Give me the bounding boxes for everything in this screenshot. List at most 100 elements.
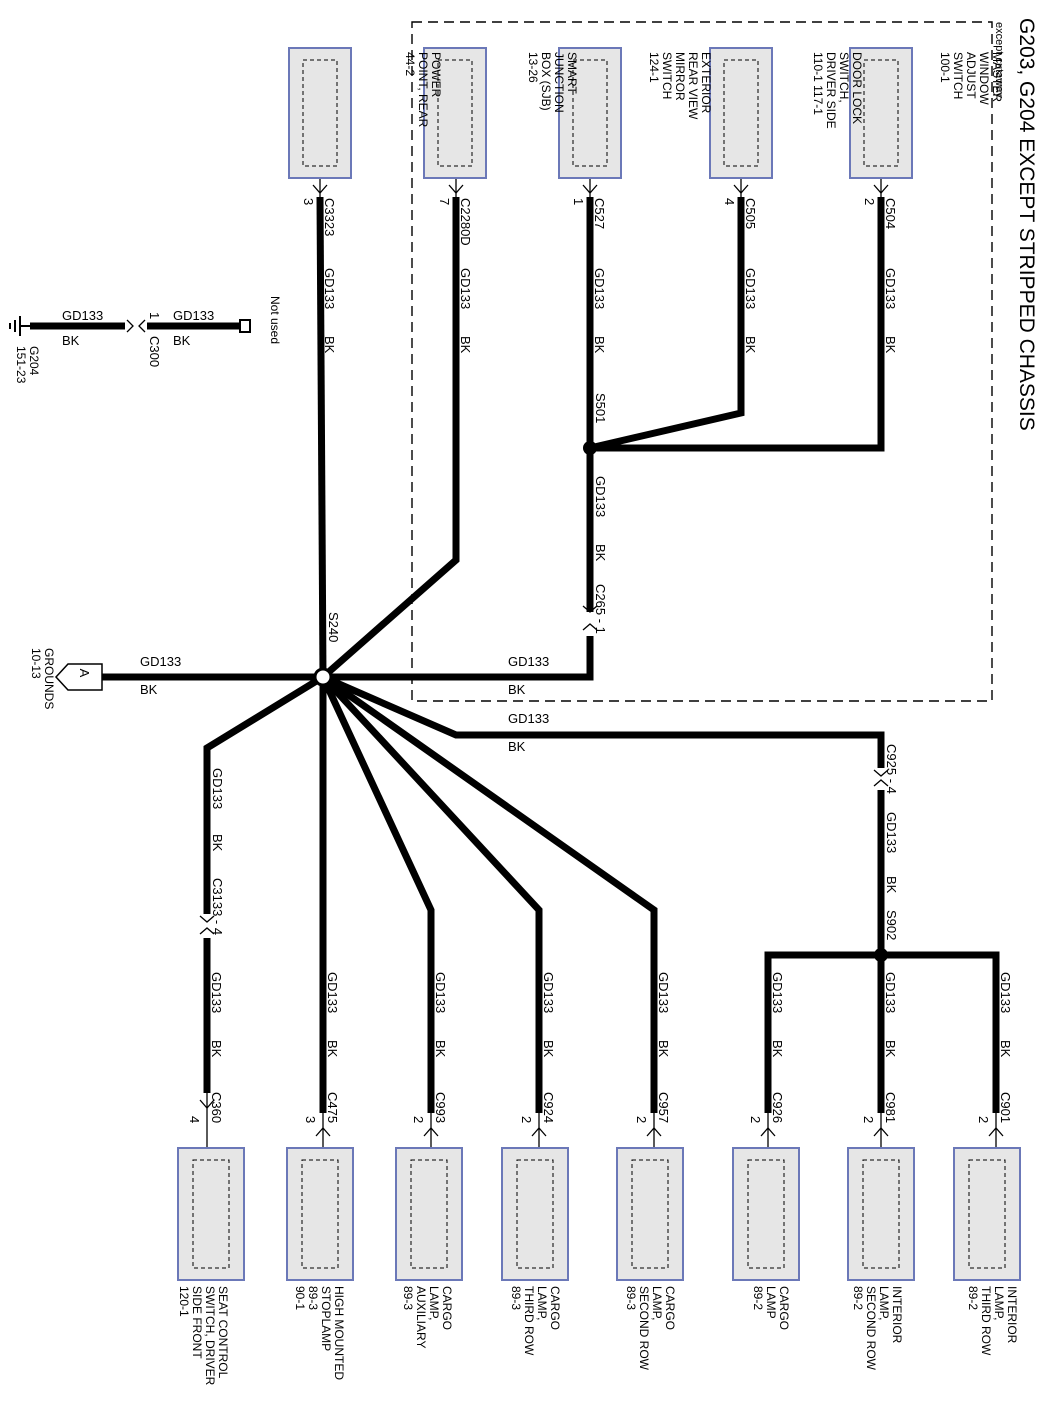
top-component-name-1-line-5: 100-1 <box>938 52 952 83</box>
svg-text:G204: G204 <box>27 346 41 376</box>
svg-text:GD133: GD133 <box>883 268 898 309</box>
bottom-pin-label-7: 3 <box>303 1116 318 1123</box>
bottom-component-name-6-line-3: AUXILIARY <box>414 1286 428 1348</box>
bottom-wire-circuit-8: GD133 <box>209 972 224 1013</box>
bottom-wire-circuit-7: GD133 <box>325 972 340 1013</box>
bottom-component-name-3-line-2: LAMP <box>764 1286 778 1319</box>
svg-text:GD133: GD133 <box>743 268 758 309</box>
grounds-a-color: BK <box>140 682 158 697</box>
notused-wire-color: BK <box>173 333 191 348</box>
svg-text:2: 2 <box>748 1116 763 1123</box>
svg-text:JUNCTION: JUNCTION <box>552 52 566 113</box>
svg-text:MIRROR: MIRROR <box>673 52 687 101</box>
s501-c265-circuit: GD133 <box>593 476 608 517</box>
top-component-name-5-line-2: POINT, REAR <box>416 52 430 128</box>
bottom-connector-label-2: C981 <box>883 1092 898 1123</box>
wire-c901 <box>881 951 1000 1113</box>
svg-text:CARGO: CARGO <box>440 1286 454 1330</box>
top-component-name-1-line-1: MASTER <box>990 52 1004 102</box>
svg-text:2: 2 <box>411 1116 426 1123</box>
top-component-name-2-line-2: SWITCH, <box>837 52 851 103</box>
svg-text:A: A <box>77 669 92 678</box>
svg-text:SEAT CONTROL: SEAT CONTROL <box>216 1286 230 1379</box>
svg-text:C924: C924 <box>541 1092 556 1123</box>
bottom-pin-label-4: 2 <box>634 1116 649 1123</box>
svg-text:BK: BK <box>998 1040 1013 1058</box>
wire-network <box>30 196 1000 1113</box>
svg-text:S240: S240 <box>326 612 341 642</box>
svg-text:BK: BK <box>322 336 337 354</box>
bottom-component-name-3-line-3: 89-2 <box>751 1286 765 1310</box>
bottom-component-name-8-line-3: SIDE FRONT <box>190 1286 204 1359</box>
svg-text:LAMP: LAMP <box>764 1286 778 1319</box>
s501-c265-color: BK <box>593 544 608 562</box>
bottom-component-name-5-line-4: 89-3 <box>509 1286 523 1310</box>
svg-text:89-3: 89-3 <box>401 1286 415 1310</box>
bottom-component-name-2-line-1: INTERIOR <box>890 1286 904 1344</box>
svg-text:AUXILIARY: AUXILIARY <box>414 1286 428 1348</box>
svg-text:90-1: 90-1 <box>293 1286 307 1310</box>
svg-text:ADJUST: ADJUST <box>964 52 978 99</box>
bottom-component-name-8-line-4: 120-1 <box>177 1286 191 1317</box>
not-used-label: Not used <box>268 296 282 344</box>
svg-text:100-1: 100-1 <box>938 52 952 83</box>
ground-symbol-icon <box>9 316 30 336</box>
top-component-name-5-line-3: 44-2 <box>403 52 417 76</box>
bottom-component-name-1-line-4: 89-2 <box>966 1286 980 1310</box>
top-wire-circuit-3: GD133 <box>592 268 607 309</box>
svg-text:C981: C981 <box>883 1092 898 1123</box>
svg-text:INTERIOR: INTERIOR <box>890 1286 904 1344</box>
splice-s902-label: S902 <box>884 910 899 940</box>
inline-connector-c300-pin: 1 <box>147 312 162 319</box>
diagram-title: G203, G204 EXCEPT STRIPPED CHASSIS <box>1015 18 1038 431</box>
wire-c505 <box>589 197 745 452</box>
inline-connector-c265: C265 - 1 <box>593 584 608 634</box>
bottom-wire-color-3: BK <box>770 1040 785 1058</box>
svg-text:GD133: GD133 <box>210 768 225 809</box>
grounds-ref-label: GROUNDS <box>42 648 56 709</box>
svg-text:GD133: GD133 <box>998 972 1013 1013</box>
top-component-name-1-line-2: WINDOW <box>977 52 991 105</box>
svg-text:7: 7 <box>437 198 452 205</box>
svg-text:C993: C993 <box>433 1092 448 1123</box>
svg-text:BK: BK <box>541 1040 556 1058</box>
svg-text:LAMP,: LAMP, <box>427 1286 441 1320</box>
bottom-component-name-8-line-1: SEAT CONTROL <box>216 1286 230 1379</box>
svg-text:C957: C957 <box>656 1092 671 1123</box>
top-wire-color-3: BK <box>592 336 607 354</box>
svg-text:WINDOW: WINDOW <box>977 52 991 105</box>
bottom-component-name-4-line-2: LAMP, <box>650 1286 664 1320</box>
bottom-component-name-1-line-1: INTERIOR <box>1005 1286 1019 1344</box>
svg-text:2: 2 <box>861 1116 876 1123</box>
region-note: except cutaway <box>993 22 1005 98</box>
wire-c3133 <box>203 674 325 914</box>
bottom-component-name-5-line-2: LAMP, <box>535 1286 549 1320</box>
svg-text:4: 4 <box>722 198 737 205</box>
c3133-upper-circuit: GD133 <box>210 768 225 809</box>
bottom-pin-label-1: 2 <box>976 1116 991 1123</box>
top-component-name-3-line-2: REAR VIEW <box>686 52 700 120</box>
top-wire-circuit-5: GD133 <box>322 268 337 309</box>
top-component-name-3-line-4: SWITCH <box>660 52 674 99</box>
top-connector-label-5: C3323 <box>322 198 337 236</box>
c265-s240-circuit: GD133 <box>508 654 549 669</box>
svg-text:GD133: GD133 <box>656 972 671 1013</box>
svg-text:BK: BK <box>656 1040 671 1058</box>
svg-text:LAMP,: LAMP, <box>877 1286 891 1320</box>
wire-c957 <box>320 674 658 1113</box>
svg-text:C360: C360 <box>209 1092 224 1123</box>
grounds-reference-marker: A <box>54 663 118 691</box>
svg-text:THIRD ROW: THIRD ROW <box>979 1286 993 1356</box>
bottom-wire-circuit-1: GD133 <box>998 972 1013 1013</box>
svg-text:SMART: SMART <box>565 52 579 94</box>
svg-text:STOPLAMP: STOPLAMP <box>319 1286 333 1351</box>
top-component-name-1-line-4: SWITCH <box>951 52 965 99</box>
bottom-component-name-7-line-3: 89-3 <box>306 1286 320 1310</box>
top-component-name-3-line-3: MIRROR <box>673 52 687 101</box>
svg-text:151-23: 151-23 <box>14 346 28 384</box>
bottom-pin-label-6: 2 <box>411 1116 426 1123</box>
svg-text:10-13: 10-13 <box>29 648 43 679</box>
bottom-component-name-4-line-3: SECOND ROW <box>637 1286 651 1371</box>
svg-text:SWITCH: SWITCH <box>951 52 965 99</box>
